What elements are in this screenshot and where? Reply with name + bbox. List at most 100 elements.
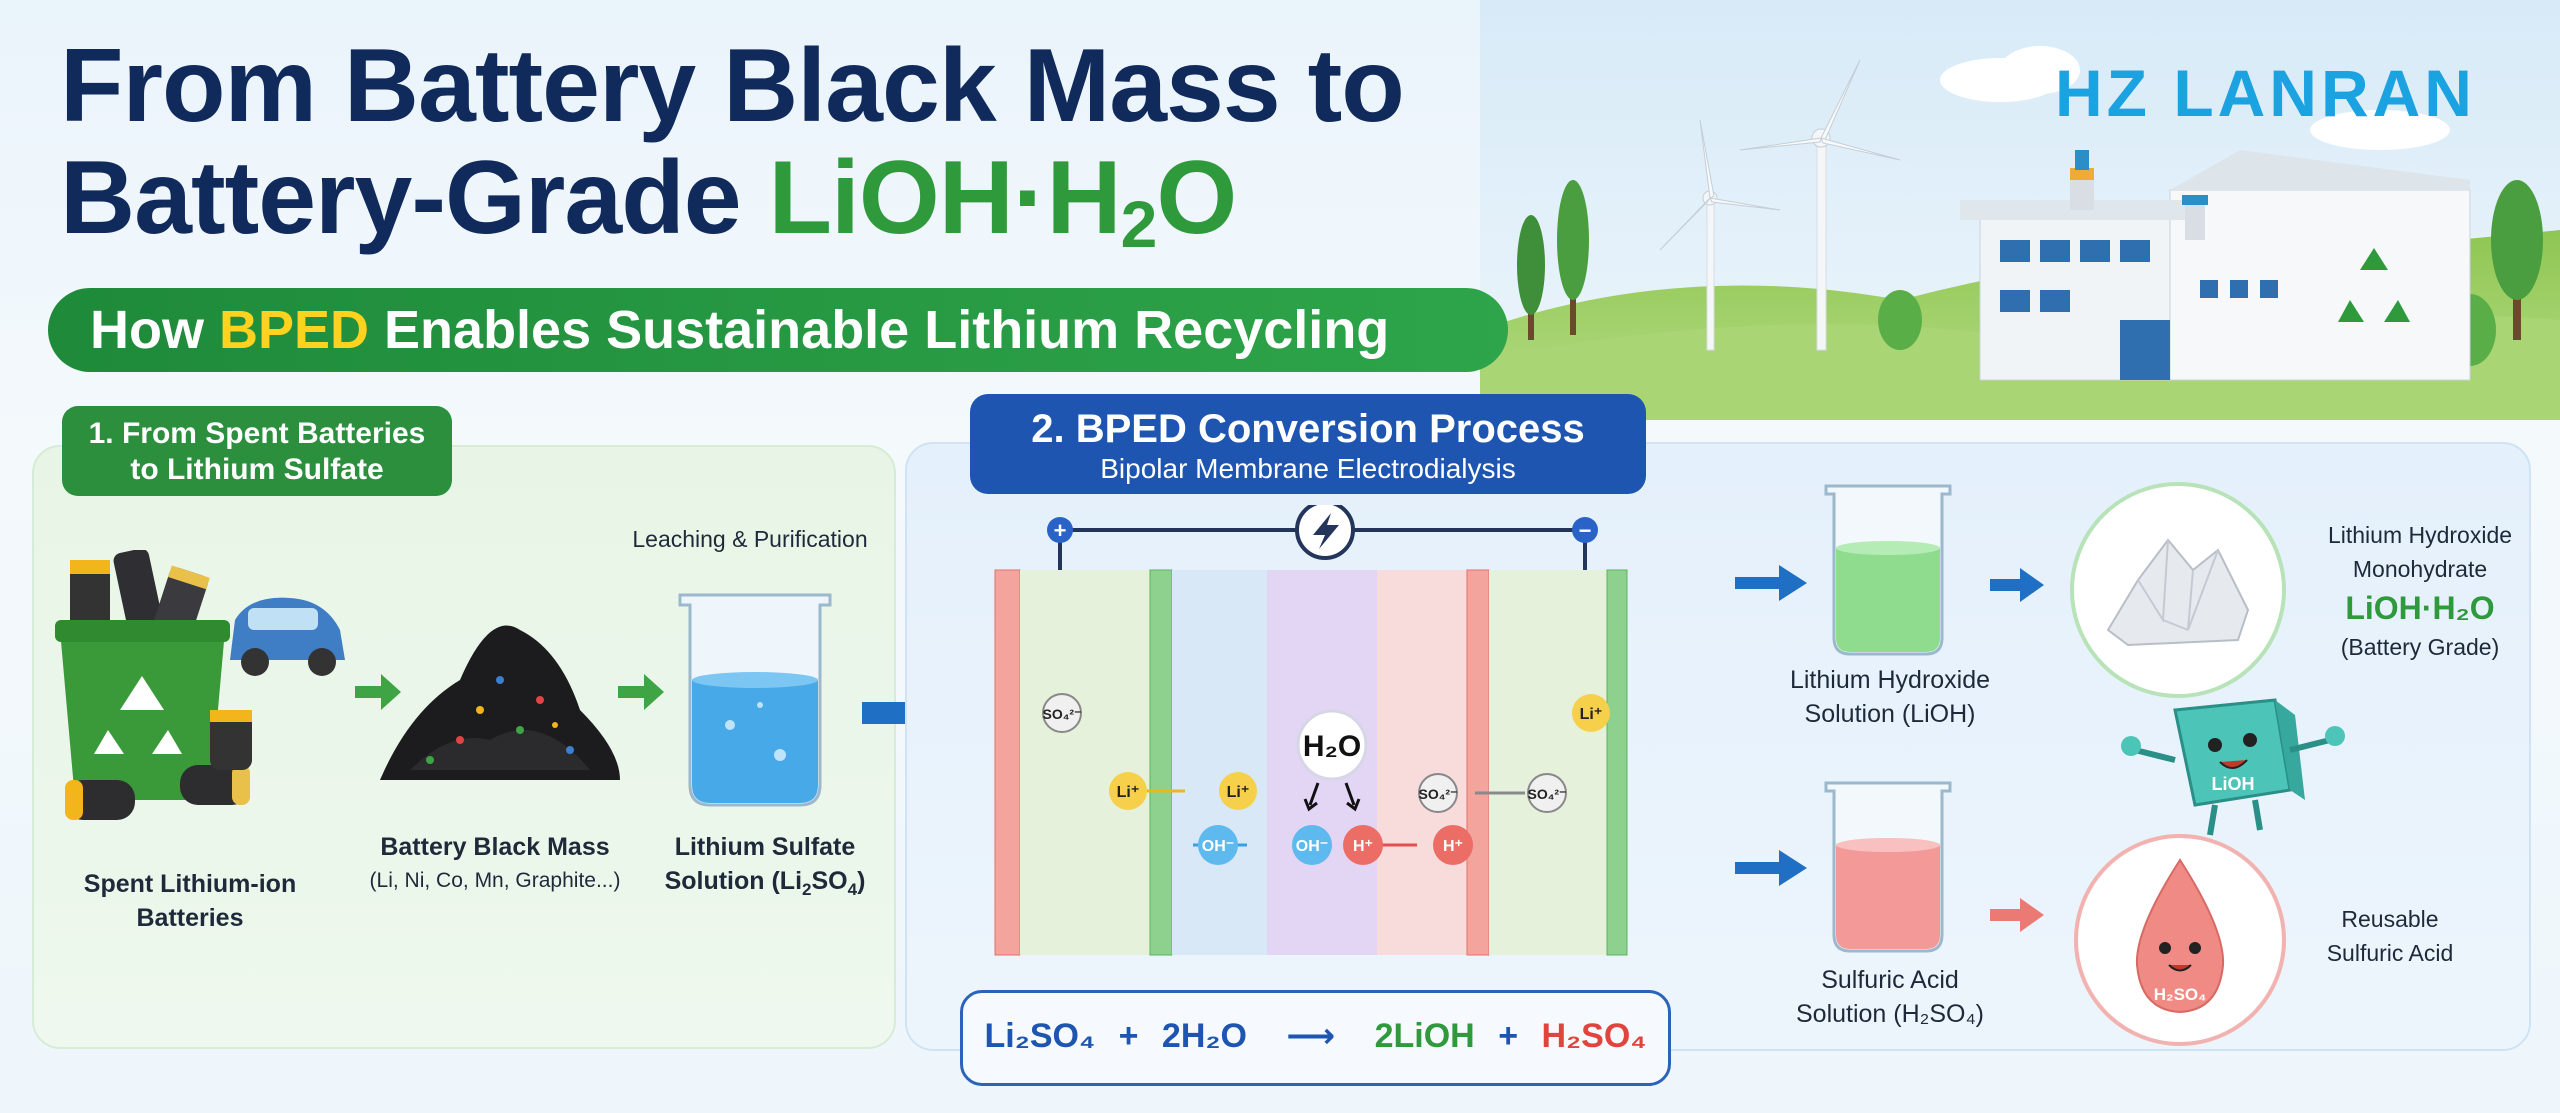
- svg-text:H⁺: H⁺: [1443, 838, 1463, 855]
- equation-arrow: ⟶: [1286, 1017, 1336, 1055]
- black-mass-label: Battery Black Mass (Li, Ni, Co, Mn, Grap…: [340, 830, 650, 898]
- plus-terminal: [1047, 517, 1073, 543]
- panel2-heading: 2. BPED Conversion Process Bipolar Membr…: [970, 394, 1646, 494]
- ion-h: H⁺: [1343, 825, 1383, 865]
- svg-text:OH⁻: OH⁻: [1296, 838, 1328, 855]
- li2so4-prefix: Solution (Li: [664, 867, 803, 895]
- acid-solution-label: Sulfuric Acid Solution (H₂SO₄): [1765, 963, 2015, 1031]
- beaker-icon: [1824, 484, 1952, 656]
- svg-text:SO₄²⁻: SO₄²⁻: [1043, 706, 1082, 722]
- arrow-icon: [1990, 568, 2044, 602]
- spent-batteries-line2: Batteries: [136, 904, 244, 932]
- arrow-icon: [1735, 565, 1807, 601]
- lioh-crystal-icon: [2070, 482, 2286, 698]
- battery-icon: [210, 710, 252, 770]
- title-line-2-prefix: Battery-Grade: [60, 140, 769, 256]
- equation-plus-1: +: [1118, 1017, 1139, 1055]
- svg-text:Li⁺: Li⁺: [1227, 784, 1250, 801]
- plus-label: +: [1054, 518, 1067, 543]
- ion-oh: OH⁻: [1292, 825, 1332, 865]
- subtitle-prefix: How: [90, 300, 219, 360]
- black-mass-line1: Battery Black Mass: [380, 833, 610, 861]
- brand-logo: HZ LANRAN: [2055, 56, 2476, 130]
- wind-turbine-icon: [1659, 119, 1781, 351]
- car-icon: [230, 597, 345, 676]
- ion-so4: SO₄²⁻: [1527, 773, 1567, 813]
- tree-icon: [1878, 290, 1922, 350]
- li2so4-line2: Solution (Li2SO4): [650, 864, 880, 907]
- subtitle-suffix: Enables Sustainable Lithium Recycling: [369, 300, 1390, 360]
- lioh-solution-line2: Solution (LiOH): [1804, 700, 1976, 728]
- ion-so4: SO₄²⁻: [1042, 693, 1082, 733]
- equation-plus-2: +: [1498, 1017, 1519, 1055]
- svg-text:SO₄²⁻: SO₄²⁻: [1528, 786, 1567, 802]
- title-formula-end: O: [1156, 140, 1237, 256]
- panel1-heading: 1. From Spent Batteries to Lithium Sulfa…: [62, 406, 452, 496]
- battery-icon: [70, 560, 110, 630]
- li2so4-mid: SO: [811, 867, 848, 895]
- title-line-2: Battery-Grade LiOH·H2O: [60, 140, 1404, 257]
- factory-icon: [1960, 150, 2471, 381]
- leaching-label: Leaching & Purification: [632, 526, 868, 552]
- beaker-icon: [678, 593, 832, 807]
- reaction-equation: Li₂SO₄ + 2H₂O ⟶ 2LiOH + H₂SO₄: [960, 990, 1671, 1086]
- black-mass-pile-icon: [380, 625, 620, 780]
- lioh-mascot-icon: LiOH: [2121, 698, 2345, 836]
- arrow-icon: [1735, 850, 1807, 886]
- product-formula: LiOH·H₂O: [2345, 590, 2495, 626]
- svg-text:OH⁻: OH⁻: [1202, 838, 1234, 855]
- mascot-lioh-label: LiOH: [2212, 774, 2255, 794]
- svg-text:Li⁺: Li⁺: [1117, 784, 1140, 801]
- spent-batteries-line1: Spent Lithium-ion: [83, 870, 297, 898]
- ion-h: H⁺: [1433, 825, 1473, 865]
- equation-reactant-2: 2H₂O: [1161, 1017, 1247, 1055]
- lioh-solution-label: Lithium Hydroxide Solution (LiOH): [1765, 663, 2015, 731]
- title-formula-main: LiOH·H: [768, 140, 1121, 256]
- panel2-heading-subtitle: Bipolar Membrane Electrodialysis: [1100, 453, 1516, 484]
- tree-icon: [1557, 180, 1589, 335]
- ion-li: Li⁺: [1109, 772, 1147, 810]
- battery-icon: [113, 550, 163, 632]
- li2so4-label: Lithium Sulfate Solution (Li2SO4): [650, 830, 880, 907]
- reusable-acid-line1: Reusable: [2341, 906, 2439, 932]
- equation-reactant-1: Li₂SO₄: [984, 1017, 1096, 1055]
- equation-product-2: H₂SO₄: [1541, 1017, 1647, 1055]
- title-line-1: From Battery Black Mass to: [60, 28, 1405, 144]
- recycling-bin-icon: [55, 550, 345, 820]
- water-label: H₂O: [1303, 730, 1361, 763]
- reusable-acid-line2: Sulfuric Acid: [2326, 940, 2454, 966]
- beaker-icon: [1824, 781, 1952, 953]
- svg-text:SO₄²⁻: SO₄²⁻: [1419, 786, 1458, 802]
- lioh-solution-line1: Lithium Hydroxide: [1789, 666, 1991, 694]
- ion-li: Li⁺: [1219, 772, 1257, 810]
- power-icon: [1295, 505, 1355, 560]
- panel2-heading-title: 2. BPED Conversion Process: [1031, 407, 1585, 451]
- reusable-acid-label: Reusable Sulfuric Acid: [2285, 902, 2495, 970]
- acid-solution-line2: Solution (H₂SO₄): [1795, 1000, 1985, 1028]
- product-grade: (Battery Grade): [2340, 634, 2500, 660]
- mascot-acid-label: H₂SO₄: [2154, 985, 2207, 1004]
- panel1-heading-line2: to Lithium Sulfate: [130, 453, 384, 486]
- product-line2: Monohydrate: [2352, 556, 2488, 582]
- subtitle-banner: How BPED Enables Sustainable Lithium Rec…: [48, 288, 1508, 372]
- black-mass-line2: (Li, Ni, Co, Mn, Graphite...): [369, 869, 621, 892]
- arrow-icon: [618, 674, 664, 710]
- li2so4-sub2: 4: [847, 880, 858, 899]
- product-label: Lithium Hydroxide Monohydrate LiOH·H₂O (…: [2285, 518, 2555, 664]
- minus-terminal: [1572, 517, 1598, 543]
- tree-icon: [1517, 215, 1545, 340]
- ion-li: Li⁺: [1572, 694, 1610, 732]
- ion-oh: OH⁻: [1198, 825, 1238, 865]
- minus-label: −: [1579, 518, 1592, 543]
- li2so4-end: ): [857, 867, 866, 895]
- product-line1: Lithium Hydroxide: [2327, 522, 2513, 548]
- landscape-illustration: [1480, 0, 2560, 420]
- equation-product-1: 2LiOH: [1374, 1017, 1475, 1055]
- svg-text:Li⁺: Li⁺: [1580, 706, 1603, 723]
- acid-solution-line1: Sulfuric Acid: [1821, 966, 1959, 994]
- acid-drop-icon: H₂SO₄: [2074, 834, 2286, 1046]
- panel1-heading-line1: 1. From Spent Batteries: [88, 417, 426, 450]
- arrow-icon: [355, 674, 401, 710]
- li2so4-sub1: 2: [802, 880, 812, 899]
- title-formula: LiOH·H2O: [768, 140, 1237, 257]
